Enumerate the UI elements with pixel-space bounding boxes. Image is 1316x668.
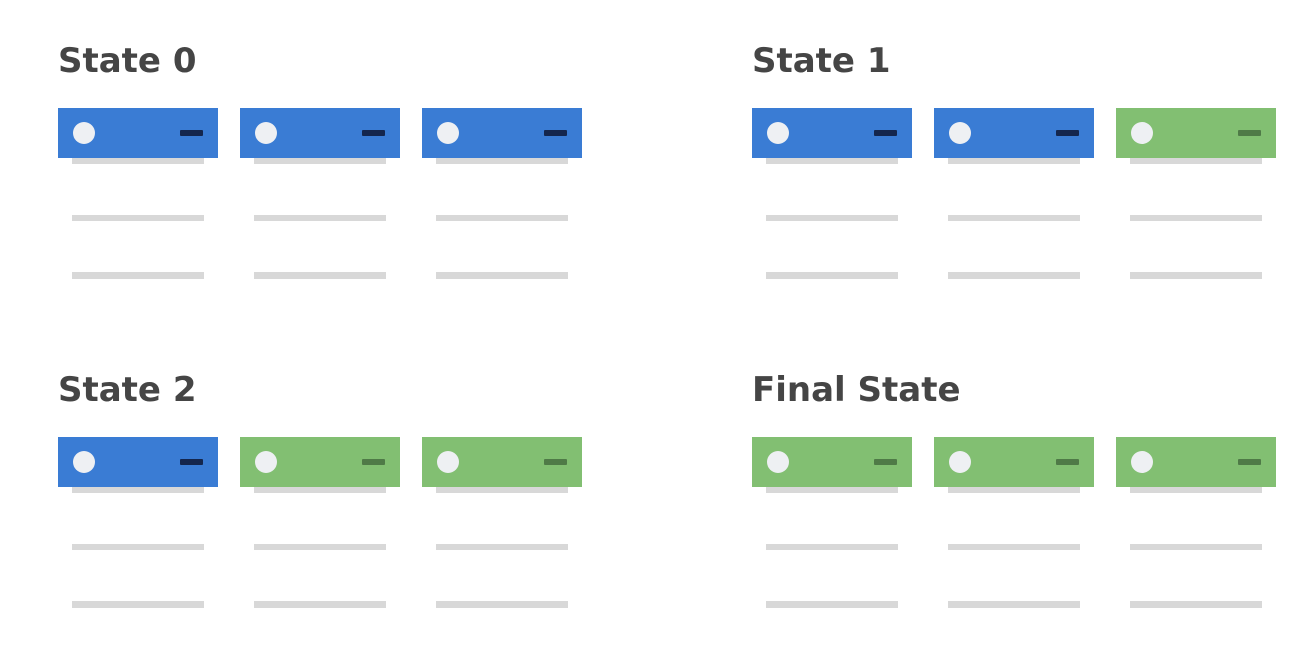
rack-shelf-shadow: [948, 215, 1080, 221]
server-rack-blue: [752, 108, 912, 283]
rack-shelf-shadow: [436, 544, 568, 550]
drive-slot-icon: [1238, 459, 1261, 465]
rack-shelf-shadow: [436, 272, 568, 279]
rack-shelf-shadow: [948, 601, 1080, 608]
status-light-icon: [73, 122, 95, 144]
status-light-icon: [767, 122, 789, 144]
rack-shelf-shadow: [1130, 487, 1262, 493]
drive-slot-icon: [1056, 130, 1079, 136]
server-unit: [240, 108, 400, 158]
rack-shelf-shadow: [766, 215, 898, 221]
rack-shelf-shadow: [254, 601, 386, 608]
panel-title: State 2: [58, 370, 197, 410]
drive-slot-icon: [362, 459, 385, 465]
rack-shelf-shadow: [254, 158, 386, 164]
rack-shelf-shadow: [1130, 544, 1262, 550]
rack-shelf-shadow: [72, 601, 204, 608]
rack-shelf-shadow: [766, 487, 898, 493]
rack-shelf-shadow: [436, 158, 568, 164]
server-rack-blue: [240, 108, 400, 283]
rack-shelf-shadow: [254, 487, 386, 493]
server-rack-green: [240, 437, 400, 612]
server-rack-green: [1116, 108, 1276, 283]
rack-shelf-shadow: [436, 215, 568, 221]
server-rack-blue: [58, 437, 218, 612]
status-light-icon: [767, 451, 789, 473]
status-light-icon: [255, 122, 277, 144]
state-panel-2: State 2: [58, 367, 618, 608]
panel-title: State 0: [58, 41, 197, 81]
rack-shelf-shadow: [948, 487, 1080, 493]
status-light-icon: [1131, 122, 1153, 144]
rack-shelf-shadow: [436, 601, 568, 608]
rack-shelf-shadow: [436, 487, 568, 493]
server-rack-group: [752, 108, 1312, 283]
rack-shelf-shadow: [254, 544, 386, 550]
rack-shelf-shadow: [766, 272, 898, 279]
drive-slot-icon: [1056, 459, 1079, 465]
server-unit: [752, 437, 912, 487]
drive-slot-icon: [874, 459, 897, 465]
rack-shelf-shadow: [766, 601, 898, 608]
drive-slot-icon: [180, 459, 203, 465]
server-unit: [752, 108, 912, 158]
drive-slot-icon: [362, 130, 385, 136]
panel-title: Final State: [752, 370, 961, 410]
server-rack-green: [752, 437, 912, 612]
rack-shelf-shadow: [1130, 158, 1262, 164]
rack-shelf-shadow: [72, 272, 204, 279]
rack-shelf-shadow: [766, 158, 898, 164]
server-unit: [1116, 437, 1276, 487]
drive-slot-icon: [1238, 130, 1261, 136]
server-rack-green: [422, 437, 582, 612]
server-rack-blue: [934, 108, 1094, 283]
server-unit: [422, 437, 582, 487]
rack-shelf-shadow: [72, 487, 204, 493]
state-panel-1: State 1: [752, 38, 1312, 279]
server-rack-blue: [58, 108, 218, 283]
server-rack-group: [58, 108, 618, 283]
status-light-icon: [437, 451, 459, 473]
rack-shelf-shadow: [72, 158, 204, 164]
rack-shelf-shadow: [1130, 601, 1262, 608]
rack-shelf-shadow: [948, 158, 1080, 164]
server-rack-group: [58, 437, 618, 612]
rack-shelf-shadow: [766, 544, 898, 550]
server-rack-green: [1116, 437, 1276, 612]
rack-shelf-shadow: [1130, 215, 1262, 221]
rack-shelf-shadow: [948, 272, 1080, 279]
drive-slot-icon: [544, 459, 567, 465]
drive-slot-icon: [874, 130, 897, 136]
server-rack-green: [934, 437, 1094, 612]
rack-shelf-shadow: [948, 544, 1080, 550]
rack-shelf-shadow: [72, 544, 204, 550]
server-unit: [1116, 108, 1276, 158]
drive-slot-icon: [180, 130, 203, 136]
status-light-icon: [1131, 451, 1153, 473]
status-light-icon: [949, 122, 971, 144]
server-unit: [422, 108, 582, 158]
rack-shelf-shadow: [72, 215, 204, 221]
server-unit: [240, 437, 400, 487]
status-light-icon: [949, 451, 971, 473]
status-light-icon: [437, 122, 459, 144]
server-unit: [934, 437, 1094, 487]
rack-shelf-shadow: [1130, 272, 1262, 279]
server-unit: [58, 108, 218, 158]
state-panel-3: Final State: [752, 367, 1312, 608]
drive-slot-icon: [544, 130, 567, 136]
server-rack-blue: [422, 108, 582, 283]
rack-shelf-shadow: [254, 215, 386, 221]
server-unit: [58, 437, 218, 487]
rack-shelf-shadow: [254, 272, 386, 279]
panel-title: State 1: [752, 41, 891, 81]
server-unit: [934, 108, 1094, 158]
status-light-icon: [255, 451, 277, 473]
status-light-icon: [73, 451, 95, 473]
server-rack-group: [752, 437, 1312, 612]
state-panel-0: State 0: [58, 38, 618, 279]
